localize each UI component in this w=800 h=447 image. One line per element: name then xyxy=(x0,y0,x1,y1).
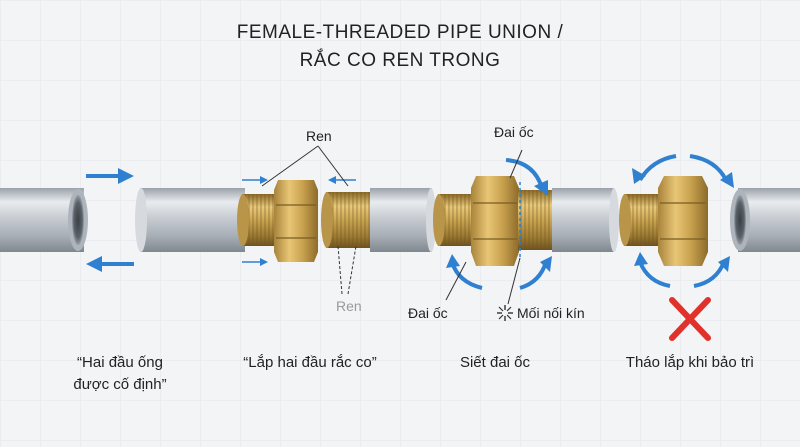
ren-label-top: Ren xyxy=(306,128,332,144)
step4-nut xyxy=(658,176,708,266)
arrow-icon xyxy=(86,256,134,272)
title-line-1: FEMALE-THREADED PIPE UNION / xyxy=(236,22,564,43)
step3-nut xyxy=(471,176,519,266)
step1-caption-line1: “Hai đầu ống xyxy=(77,354,163,371)
step1-left-pipe xyxy=(0,188,88,252)
cross-icon xyxy=(669,297,711,341)
rotation-arrow-icon xyxy=(689,154,734,188)
rotation-arrow-icon xyxy=(446,254,483,290)
title-line-2: RẮC CO REN TRONG xyxy=(299,50,501,71)
moi-noi-kin-label: Mối nối kín xyxy=(517,305,585,321)
rotation-arrow-icon xyxy=(693,256,730,288)
rotation-arrow-icon xyxy=(505,158,548,196)
arrow-icon xyxy=(242,258,268,266)
step1-right-pipe xyxy=(135,188,235,252)
arrow-icon xyxy=(328,176,356,184)
step2-left-threaded-end xyxy=(237,194,280,246)
step4-caption: Tháo lắp khi bảo trì xyxy=(625,354,755,371)
step2-left-nut xyxy=(274,180,318,262)
step4-right-pipe xyxy=(730,188,800,252)
dai-oc-label-bottom: Đai ốc xyxy=(408,305,448,321)
step3-caption: Siết đai ốc xyxy=(459,354,531,371)
step3-right-threaded-end xyxy=(518,190,554,250)
rotation-arrow-icon xyxy=(634,252,671,288)
sparkle-icon xyxy=(497,305,513,321)
step2-right-threaded-end xyxy=(321,192,372,248)
arrow-icon xyxy=(242,176,268,184)
step1-caption: “Hai đầu ống được cố định” xyxy=(40,352,200,396)
arrow-icon xyxy=(86,168,134,184)
dai-oc-label-top: Đai ốc xyxy=(494,124,534,140)
step2-caption: “Lắp hai đầu rắc co” xyxy=(243,354,377,371)
step1-caption-line2: được cố định” xyxy=(73,376,167,393)
ren-label-bottom: Ren xyxy=(336,298,362,314)
rotation-arrow-icon xyxy=(519,256,552,290)
rotation-arrow-icon xyxy=(632,154,677,184)
